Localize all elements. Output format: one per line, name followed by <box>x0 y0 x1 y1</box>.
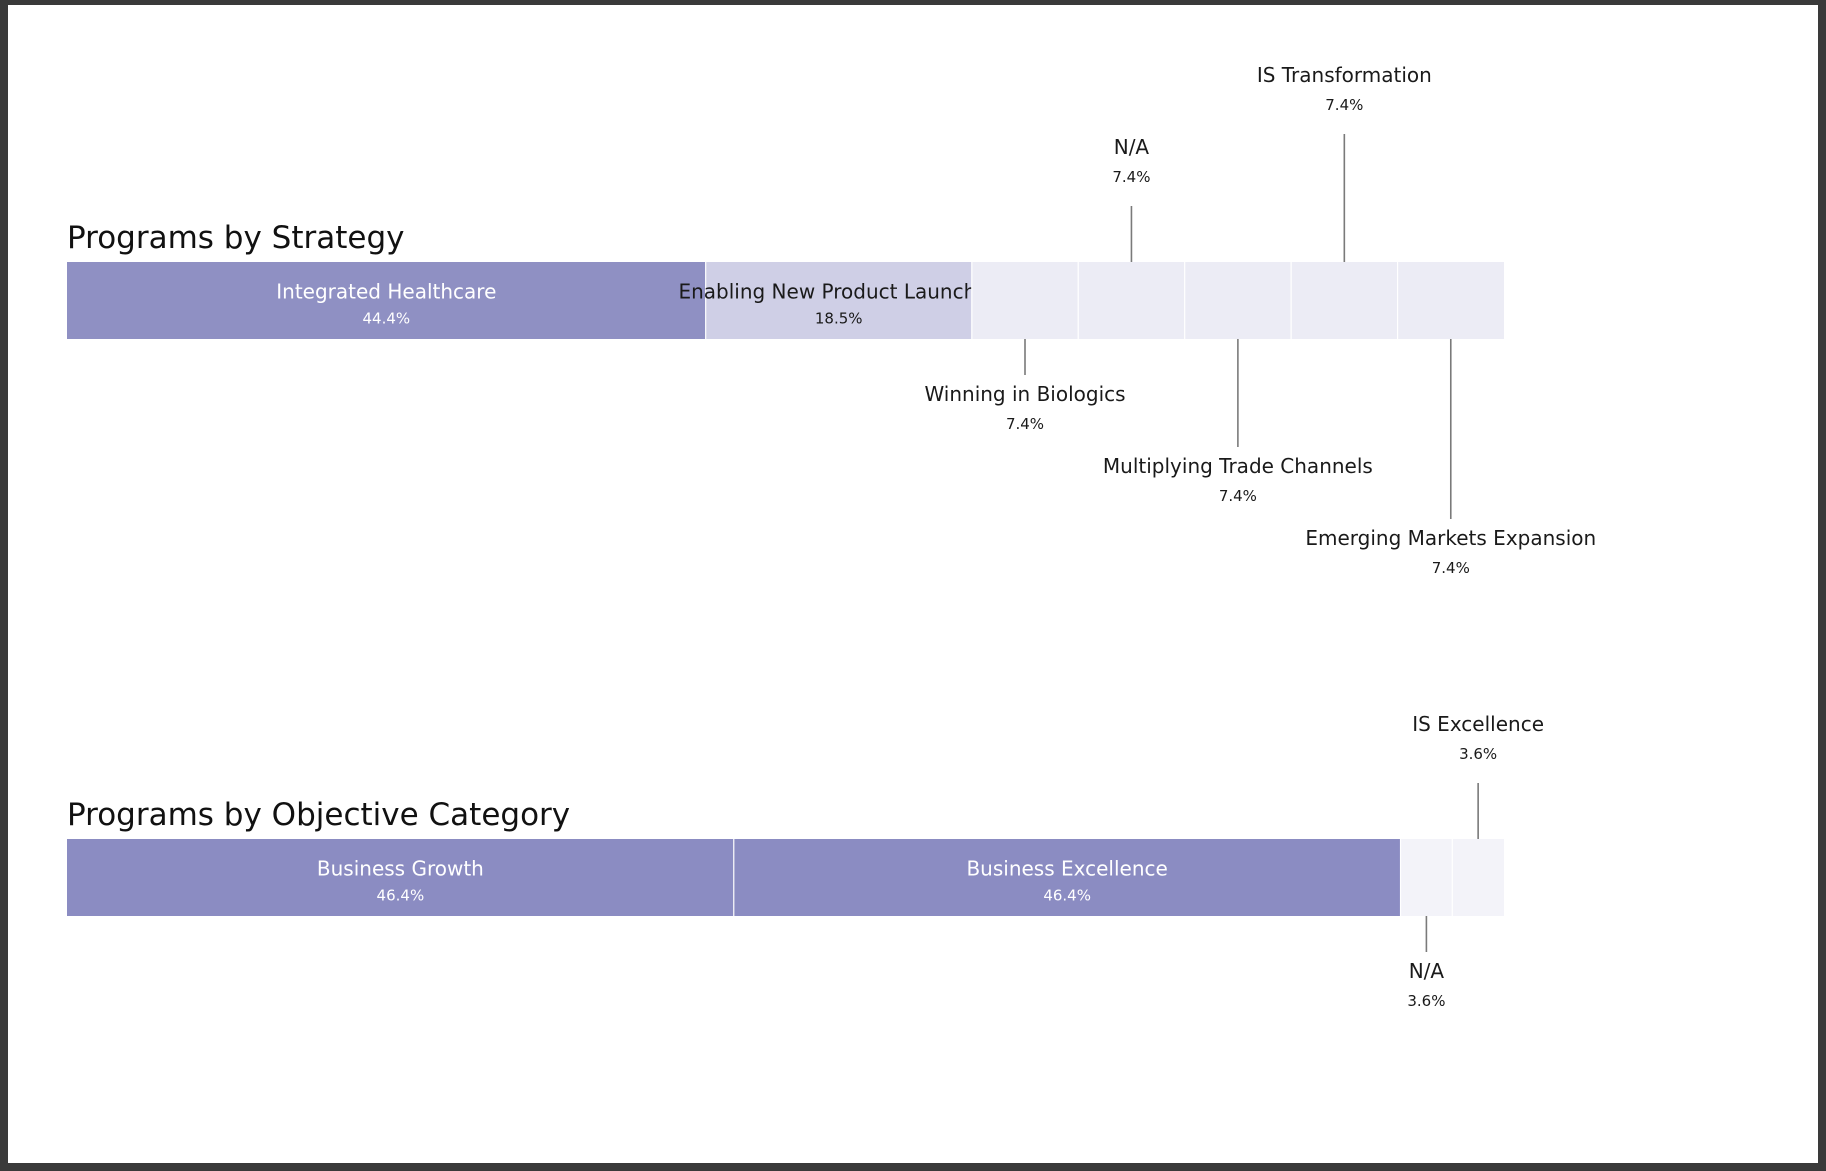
segment-label: Integrated Healthcare <box>276 280 496 304</box>
segment-value-label: 7.4% <box>1432 559 1470 577</box>
chart-title: Programs by Strategy <box>67 220 405 256</box>
segment-value-label: 3.6% <box>1407 992 1445 1010</box>
bar-segment[interactable] <box>67 839 734 916</box>
bar-segment[interactable] <box>1452 839 1504 916</box>
segment-value-label: 44.4% <box>363 310 411 328</box>
bar-segment[interactable] <box>1397 262 1504 339</box>
segment-label: IS Transformation <box>1257 63 1432 87</box>
segment-value-label: 3.6% <box>1459 745 1497 763</box>
segment-value-label: 7.4% <box>1219 487 1257 505</box>
bar-segment[interactable] <box>1291 262 1398 339</box>
bar-segment[interactable] <box>1184 262 1292 339</box>
chart-title: Programs by Objective Category <box>67 797 570 833</box>
bar-segment[interactable] <box>67 262 706 339</box>
segment-value-label: 46.4% <box>1043 887 1091 905</box>
segment-label: Business Growth <box>317 857 484 881</box>
bar-segment[interactable] <box>1078 262 1185 339</box>
segment-label: Business Excellence <box>966 857 1167 881</box>
segment-label: Winning in Biologics <box>924 382 1125 406</box>
segment-value-label: 46.4% <box>377 887 425 905</box>
segment-label: IS Excellence <box>1412 712 1544 736</box>
segment-value-label: 7.4% <box>1006 415 1044 433</box>
segment-label: N/A <box>1114 135 1150 159</box>
segment-label: N/A <box>1409 959 1445 983</box>
bar-segment[interactable] <box>733 839 1401 916</box>
segment-value-label: 7.4% <box>1112 168 1150 186</box>
segment-label: Multiplying Trade Channels <box>1103 454 1373 478</box>
bar-segment[interactable] <box>705 262 972 339</box>
bar-segment[interactable] <box>971 262 1079 339</box>
bar-segment[interactable] <box>1400 839 1453 916</box>
segment-label: Enabling New Product Launches <box>678 280 999 304</box>
segment-label: Emerging Markets Expansion <box>1305 526 1596 550</box>
segment-value-label: 7.4% <box>1325 96 1363 114</box>
segment-value-label: 18.5% <box>815 310 863 328</box>
